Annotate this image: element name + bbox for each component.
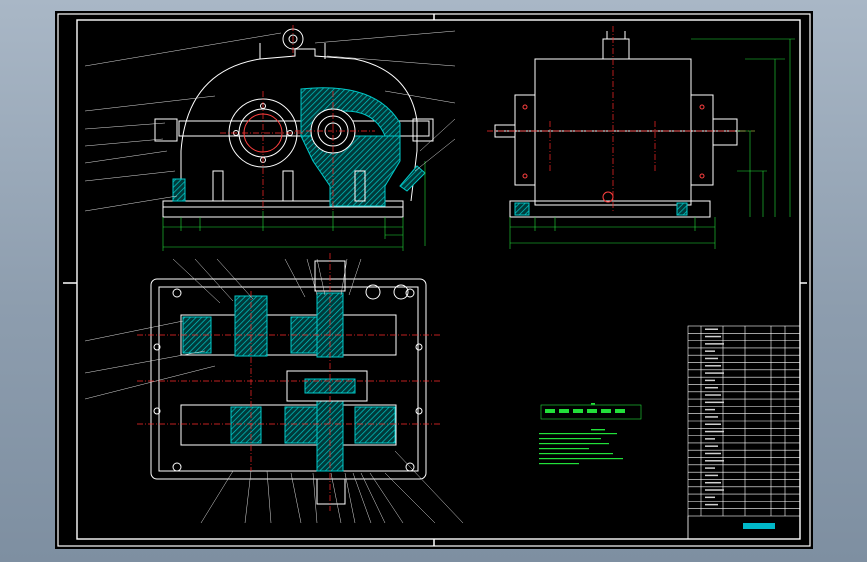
outer-frame: [57, 13, 811, 547]
front-view-centerlines: [220, 25, 375, 211]
title-block-cell-text: [705, 445, 718, 447]
cad-drawing: [57, 13, 811, 547]
title-block-cell-text: [705, 365, 721, 367]
title-block-cell-text: [705, 481, 721, 484]
front-view-leaders: [84, 30, 456, 212]
top-section-view: [150, 260, 427, 505]
title-block-cell-text: [705, 343, 724, 345]
title-block-cell-text: [705, 489, 724, 491]
title-block-cell-text: [705, 328, 718, 330]
title-block-cell-text: [705, 379, 715, 382]
title-block-cell-text: [705, 416, 718, 418]
front-view-dimensions: [162, 161, 426, 251]
title-block-cell-text: [705, 394, 721, 396]
title-block-cell-text: [705, 503, 718, 506]
front-view: [154, 28, 434, 218]
title-block-cell-text: [705, 430, 724, 433]
frame-center-marks: [63, 14, 807, 546]
title-block-cell-text: [705, 372, 724, 374]
side-view-centerlines: [487, 26, 755, 211]
title-block-cell-text: [705, 335, 721, 338]
title-block-cell-text: [705, 401, 724, 404]
technical-notes: [539, 403, 642, 465]
title-block-cell-text: [705, 474, 718, 477]
side-view: [494, 31, 745, 218]
inner-frame: [76, 19, 801, 540]
title-block-cell-text: [705, 452, 721, 455]
title-block-cell-text: [705, 386, 718, 389]
top-view-leaders: [84, 258, 464, 524]
title-block-cell-text: [705, 357, 718, 360]
title-block: [687, 325, 801, 540]
top-view-centerlines: [137, 253, 440, 511]
title-block-cell-text: [705, 496, 715, 499]
title-block-cell-text: [705, 438, 715, 440]
drawing-sheet: [55, 11, 813, 549]
title-block-cell-text: [705, 350, 715, 352]
title-block-cell-text: [705, 408, 715, 411]
side-view-dimensions: [509, 38, 795, 249]
title-block-cell-text: [705, 467, 715, 469]
title-block-cell-text: [705, 460, 724, 462]
title-block-cell-text: [705, 423, 721, 425]
